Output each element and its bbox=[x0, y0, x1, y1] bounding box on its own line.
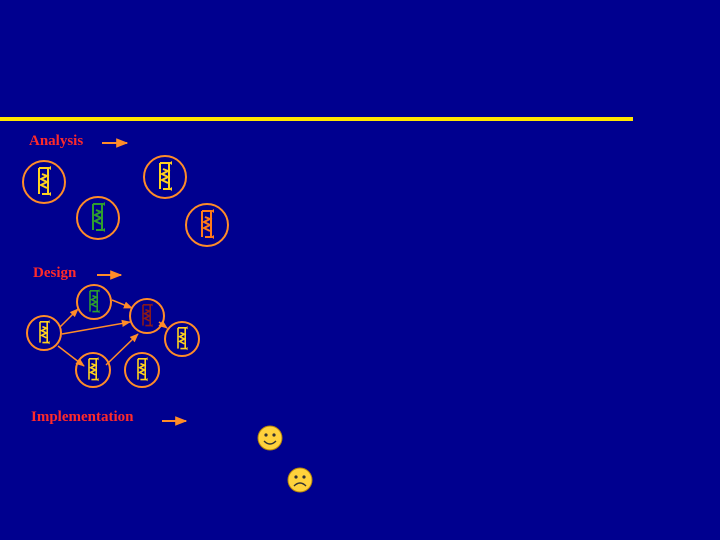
design-component-bottom-right bbox=[124, 352, 160, 388]
title-divider bbox=[0, 117, 633, 121]
design-label: Design bbox=[33, 265, 77, 281]
analysis-component-3 bbox=[76, 196, 120, 240]
design-edge bbox=[61, 319, 131, 335]
component-icon bbox=[38, 165, 52, 197]
component-icon bbox=[201, 208, 215, 240]
smiley-icon bbox=[257, 425, 283, 451]
component-icon bbox=[177, 325, 189, 351]
implementation-label: Implementation bbox=[31, 409, 134, 425]
design-edge bbox=[59, 308, 79, 328]
design-edge bbox=[105, 333, 139, 366]
component-icon bbox=[88, 356, 100, 383]
component-icon bbox=[142, 302, 154, 329]
frown-icon bbox=[287, 467, 313, 493]
component-icon bbox=[92, 201, 106, 233]
design-component-bottom-left bbox=[75, 352, 111, 388]
component-icon bbox=[159, 160, 173, 192]
component-icon bbox=[89, 288, 101, 315]
design-component-center bbox=[129, 298, 165, 334]
analysis-component-4 bbox=[185, 203, 229, 247]
design-edge bbox=[158, 320, 168, 329]
component-icon bbox=[137, 356, 149, 383]
component-icon bbox=[39, 319, 51, 346]
analysis-component-2 bbox=[143, 155, 187, 199]
analysis-component-1 bbox=[22, 160, 66, 204]
design-component-right bbox=[164, 321, 200, 357]
analysis-label: Analysis bbox=[29, 133, 84, 149]
design-component-top bbox=[76, 284, 112, 320]
design-edge bbox=[111, 299, 133, 309]
design-component-left bbox=[26, 315, 62, 351]
design-edge bbox=[57, 345, 85, 367]
